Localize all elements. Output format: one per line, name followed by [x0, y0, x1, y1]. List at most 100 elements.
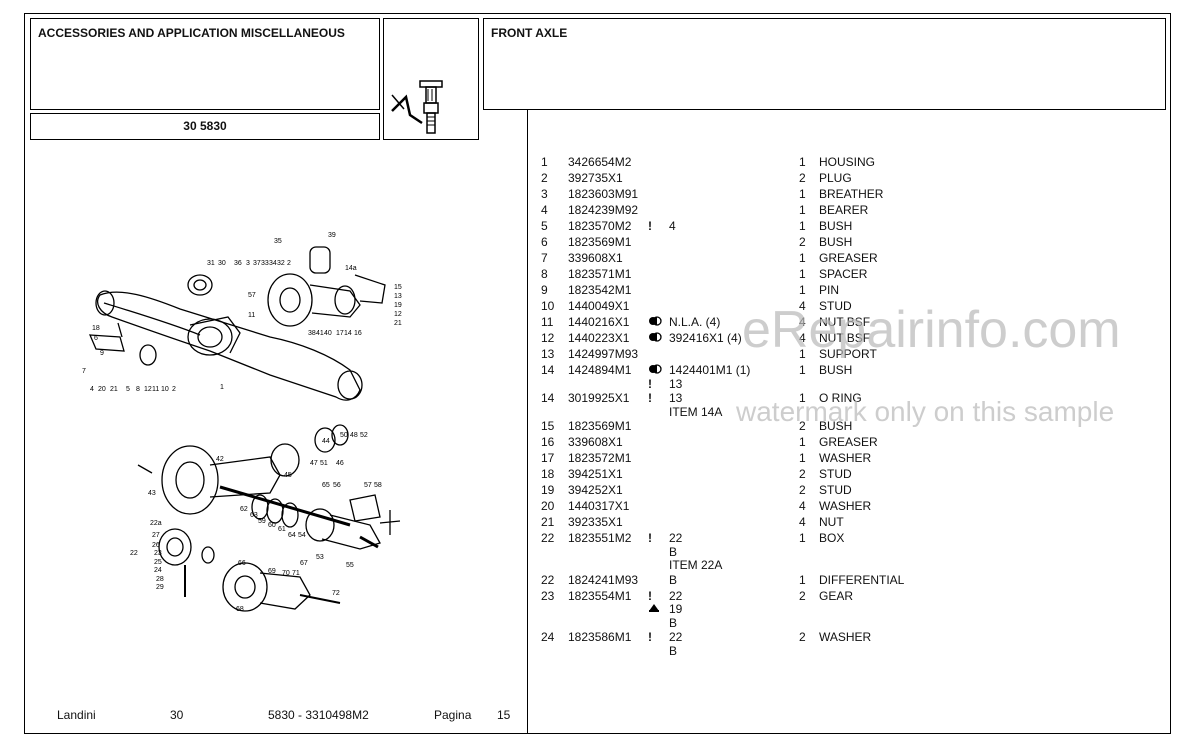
- svg-text:4: 4: [90, 386, 94, 393]
- part-number: 1823542M1: [568, 283, 632, 297]
- footer-series: 30: [170, 708, 184, 722]
- description: HOUSING: [819, 155, 876, 169]
- svg-text:53: 53: [316, 554, 324, 561]
- part-number: 392335X1: [568, 515, 623, 529]
- svg-text:19: 19: [394, 302, 402, 309]
- svg-text:14a: 14a: [345, 265, 357, 272]
- svg-text:59: 59: [258, 518, 266, 525]
- svg-text:37: 37: [253, 260, 261, 267]
- quantity: 1: [799, 203, 806, 217]
- flag-marker: !: [648, 219, 652, 233]
- description: BEARER: [819, 203, 869, 217]
- description: SUPPORT: [819, 347, 877, 361]
- reference-note: 22: [669, 588, 683, 603]
- part-number: 339608X1: [568, 251, 623, 265]
- svg-text:16: 16: [354, 330, 362, 337]
- model-code: 30 5830: [183, 119, 227, 133]
- group-title-box: FRONT AXLE: [483, 18, 1166, 110]
- item-number: 15: [541, 419, 555, 433]
- svg-text:52: 52: [360, 432, 368, 439]
- svg-text:57: 57: [364, 482, 372, 489]
- svg-text:42: 42: [216, 456, 224, 463]
- description: BREATHER: [819, 187, 884, 201]
- description: PLUG: [819, 171, 852, 185]
- reference-note: 4: [669, 219, 676, 233]
- svg-text:40: 40: [324, 330, 332, 337]
- reference-note: 1424401M1 (1): [669, 363, 751, 377]
- svg-text:55: 55: [346, 562, 354, 569]
- svg-text:3: 3: [246, 260, 250, 267]
- svg-text:56: 56: [333, 482, 341, 489]
- item-number: 4: [541, 203, 548, 217]
- item-number: 11: [541, 315, 554, 329]
- svg-text:2: 2: [287, 260, 291, 267]
- quantity: 1: [799, 531, 806, 545]
- description: SPACER: [819, 267, 868, 281]
- item-number: 22: [541, 572, 555, 587]
- svg-text:57: 57: [248, 292, 256, 299]
- svg-text:54: 54: [298, 532, 306, 539]
- description: WASHER: [819, 499, 872, 513]
- quantity: 1: [799, 155, 806, 169]
- svg-text:39: 39: [328, 232, 336, 239]
- reference-note: B: [669, 544, 678, 559]
- svg-text:72: 72: [332, 590, 340, 597]
- part-number: 3019925X1: [568, 391, 630, 405]
- column-divider: [527, 110, 528, 734]
- part-number: 1823603M91: [568, 187, 639, 201]
- svg-text:69: 69: [268, 568, 276, 575]
- quantity: 4: [799, 499, 806, 513]
- svg-text:7: 7: [82, 368, 86, 375]
- part-number: 1823569M1: [568, 419, 632, 433]
- svg-text:61: 61: [278, 526, 286, 533]
- reference-note: 22: [669, 531, 683, 545]
- reference-note: B: [669, 615, 678, 630]
- quantity: 1: [799, 391, 806, 405]
- svg-text:21: 21: [394, 320, 402, 327]
- description: NUT: [819, 515, 844, 529]
- svg-text:12: 12: [144, 386, 152, 393]
- svg-text:13: 13: [394, 293, 402, 300]
- svg-text:14: 14: [344, 330, 352, 337]
- svg-text:41: 41: [316, 330, 324, 337]
- quantity: 1: [799, 451, 806, 465]
- item-number: 2: [541, 171, 548, 185]
- svg-text:33: 33: [261, 260, 269, 267]
- svg-text:31: 31: [207, 260, 215, 267]
- item-number: 22: [541, 531, 555, 545]
- svg-text:48: 48: [350, 432, 358, 439]
- quantity: 2: [799, 235, 806, 249]
- description: STUD: [819, 467, 852, 481]
- svg-text:10: 10: [161, 386, 169, 393]
- part-number: 339608X1: [568, 435, 623, 449]
- part-number: 394251X1: [568, 467, 623, 481]
- footer-model-ref: 5830 - 3310498M2: [268, 708, 369, 722]
- description: O RING: [819, 391, 862, 405]
- item-number: 16: [541, 435, 555, 449]
- svg-text:1: 1: [220, 384, 224, 391]
- svg-text:62: 62: [240, 506, 248, 513]
- svg-text:63: 63: [250, 512, 258, 519]
- svg-text:9: 9: [100, 350, 104, 357]
- nla-marker: [648, 315, 662, 329]
- svg-text:46: 46: [336, 460, 344, 467]
- quantity: 2: [799, 588, 806, 603]
- quantity: 2: [799, 483, 806, 497]
- item-number: 14: [541, 391, 555, 405]
- quantity: 1: [799, 219, 806, 233]
- description: STUD: [819, 483, 852, 497]
